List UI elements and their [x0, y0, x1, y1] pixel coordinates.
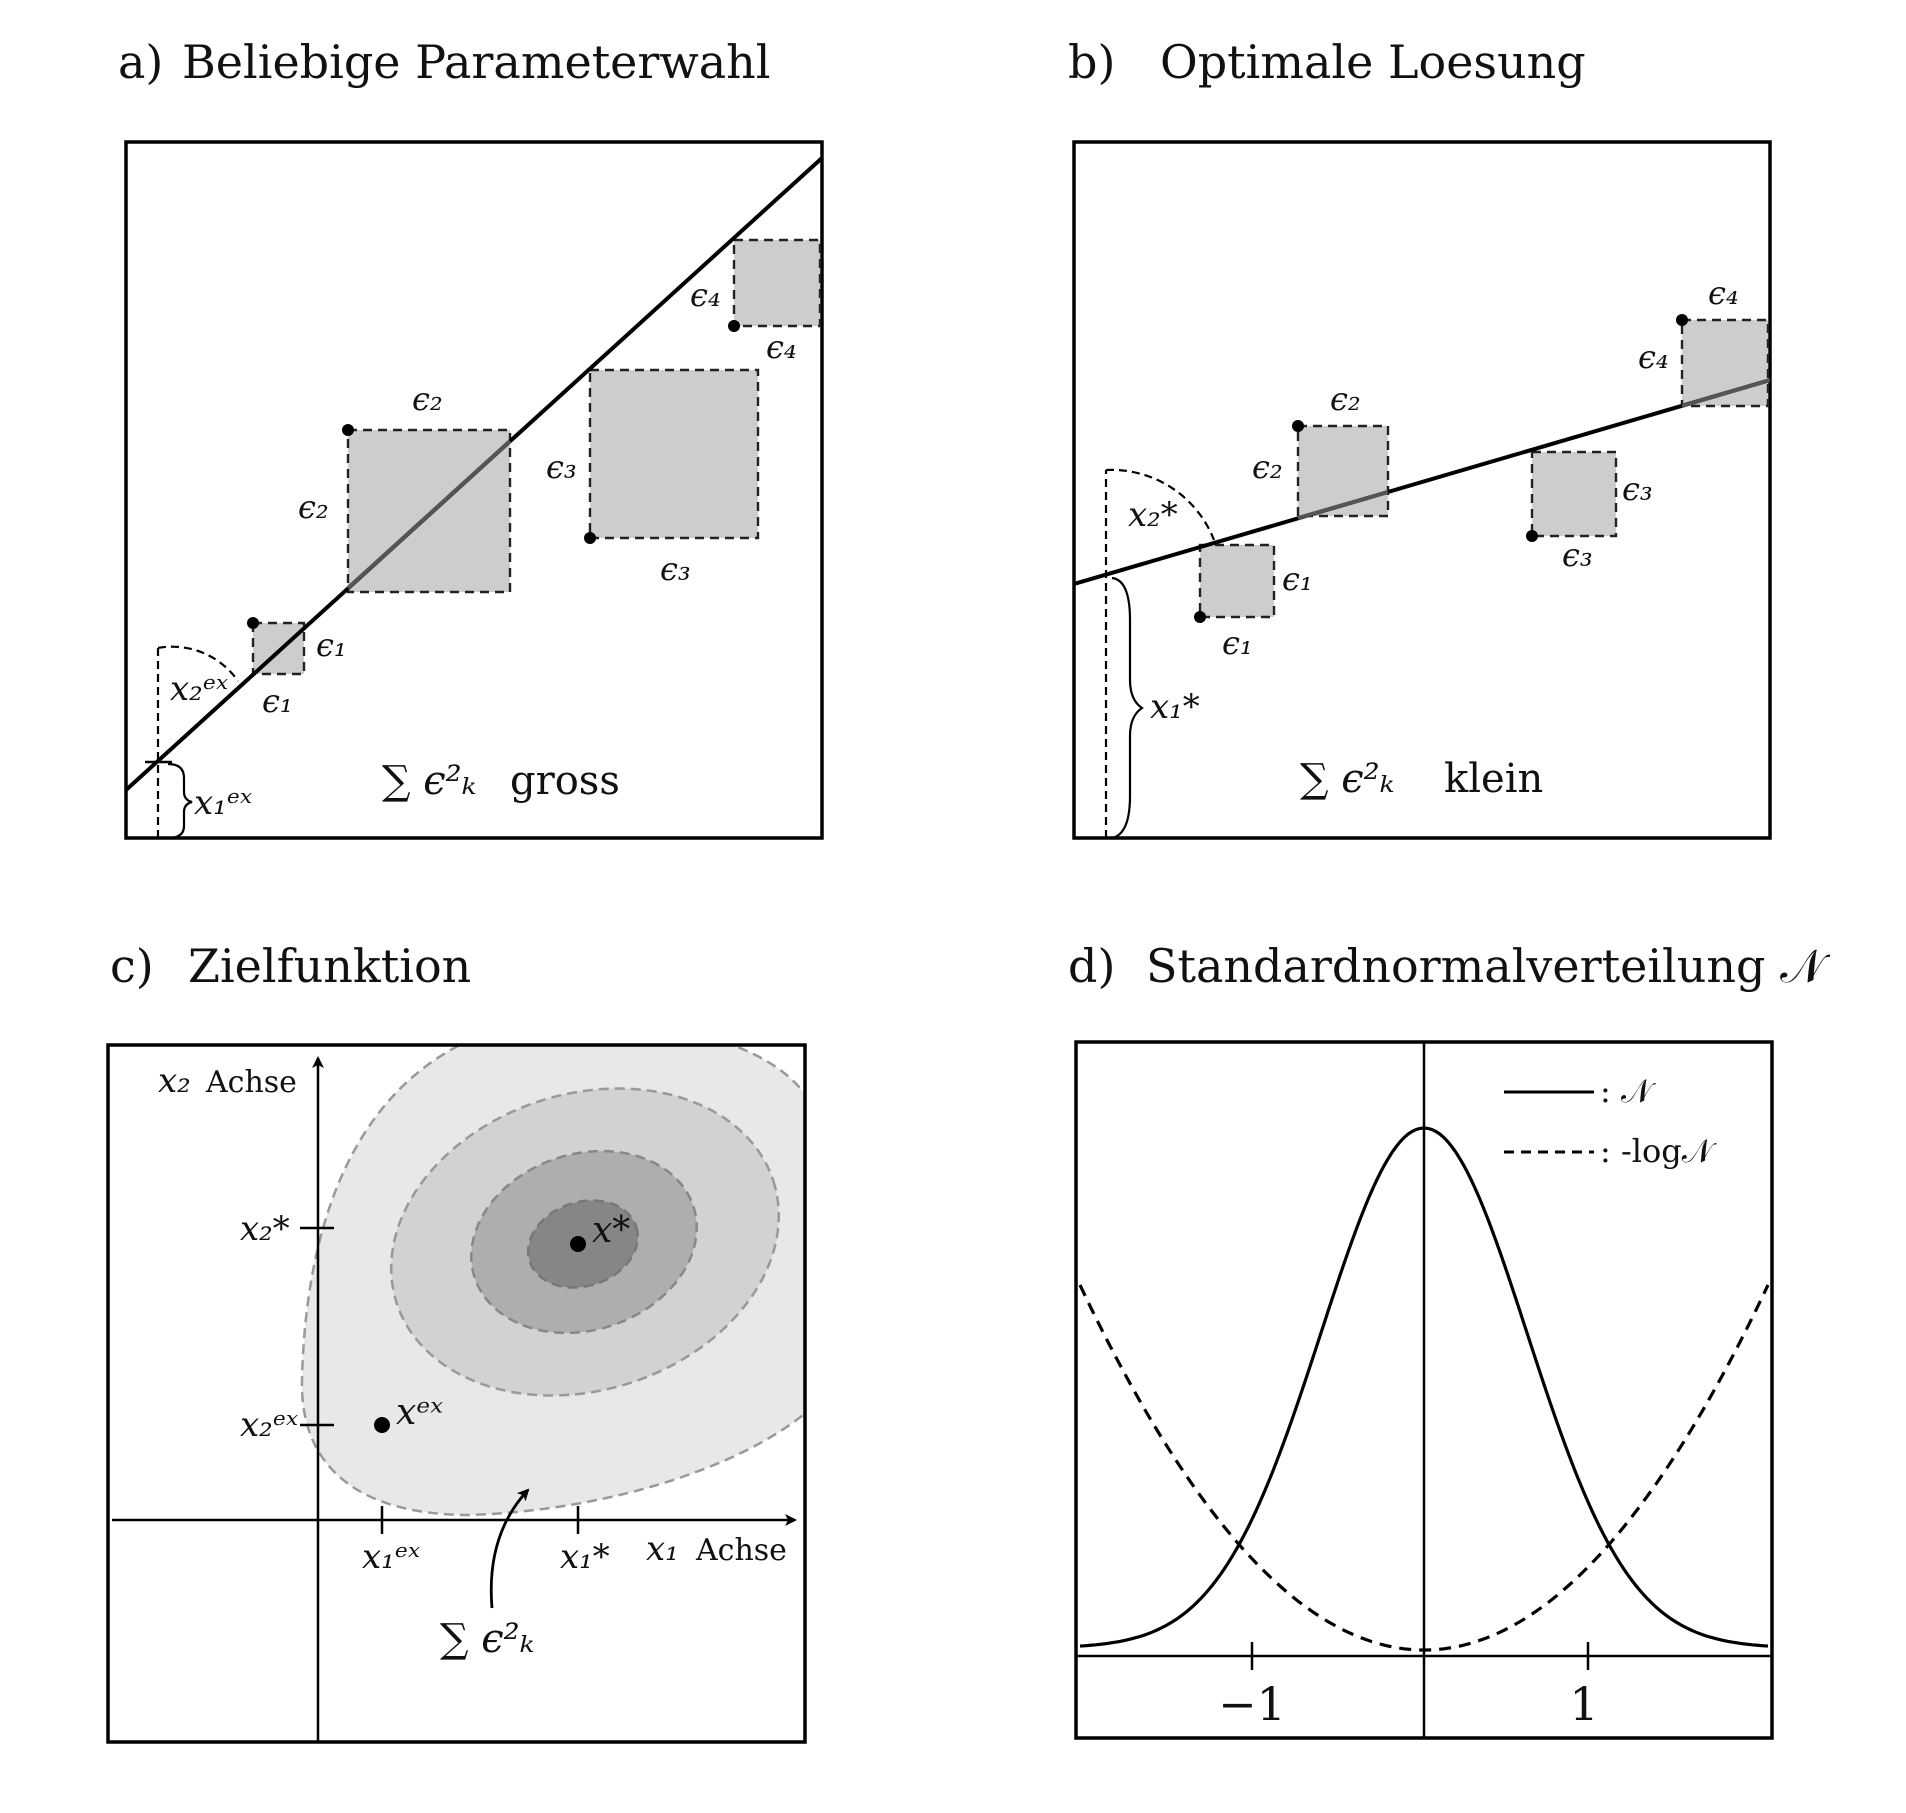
- fit-line-inside-square: [346, 439, 512, 590]
- panel-a-frame: [124, 140, 824, 840]
- x1-star-label: x₁*: [1150, 687, 1200, 727]
- x1-star-label: x₁*: [560, 1537, 610, 1577]
- legend-dashed-label: : -log𝒩: [1600, 1132, 1717, 1170]
- data-point-2: [342, 424, 354, 436]
- normal-curve: [1079, 1126, 1769, 1648]
- data-point-4: [728, 320, 740, 332]
- eps-2-left: ϵ₂: [298, 488, 329, 526]
- panel-c: c) Zielfunktion x₂ Achse x₁ Achse x₂* x₂…: [106, 939, 807, 1744]
- residual-square-3: [588, 368, 760, 540]
- panel-a-title: Beliebige Parameterwahl: [182, 35, 771, 89]
- neglog-curve: [1078, 1284, 1770, 1652]
- data-point-3: [1526, 530, 1538, 542]
- data-point-3: [584, 532, 596, 544]
- eps-3-below: ϵ₃: [1562, 536, 1593, 574]
- eps-2-above: ϵ₂: [1330, 380, 1361, 418]
- tick-label-pos-one: 1: [1569, 1677, 1598, 1731]
- x1-ex-label: x₁ᵉˣ: [194, 783, 252, 823]
- x2-ex-label: x₂ᵉˣ: [240, 1405, 298, 1445]
- tick-label-neg-one: −1: [1218, 1677, 1286, 1731]
- data-point-1: [247, 617, 259, 629]
- panel-d-letter: d): [1068, 939, 1115, 993]
- panel-a: a) Beliebige Parameterwahl ϵ₁ ϵ₁ ϵ₂ ϵ₂ ϵ…: [118, 35, 824, 840]
- x2-ex-label: x₂ᵉˣ: [170, 669, 228, 709]
- panel-c-frame: [106, 1043, 807, 1744]
- x1-axis-var: x₁: [646, 1529, 679, 1569]
- data-point-1: [1194, 611, 1206, 623]
- eps-4-left: ϵ₄: [690, 276, 721, 314]
- panel-d-title: Standardnormalverteilung 𝒩: [1146, 939, 1831, 993]
- eps-4-below: ϵ₄: [766, 328, 797, 366]
- sum-qualifier: gross: [510, 758, 620, 804]
- x2-axis-var: x₂: [158, 1061, 191, 1101]
- panel-c-letter: c): [110, 939, 154, 993]
- angle-arc: [157, 645, 239, 682]
- eps-1-right: ϵ₁: [316, 626, 347, 664]
- sum-residuals-label: ∑ ϵ²ₖ: [382, 758, 476, 804]
- eps-1-below: ϵ₁: [1222, 624, 1253, 662]
- residual-square-2: [1296, 424, 1390, 518]
- x2-star-label: x₂*: [240, 1209, 290, 1249]
- objective-label: ∑ ϵ²ₖ: [440, 1616, 534, 1662]
- panel-b-title: Optimale Loesung: [1160, 35, 1586, 89]
- eps-4-above: ϵ₄: [1708, 274, 1739, 312]
- eps-2-above: ϵ₂: [412, 380, 443, 418]
- panel-b: b) Optimale Loesung ϵ₁ ϵ₁ ϵ₂ ϵ₂ ϵ₃ ϵ₃ ϵ₄…: [1068, 35, 1772, 840]
- eps-1-below: ϵ₁: [262, 682, 293, 720]
- eps-3-right: ϵ₃: [1622, 470, 1653, 508]
- eps-1-right: ϵ₁: [1282, 560, 1313, 598]
- eps-3-left: ϵ₃: [546, 448, 577, 486]
- residual-square-4: [732, 238, 822, 328]
- residual-square-3: [1530, 450, 1618, 538]
- eps-4-left: ϵ₄: [1638, 338, 1669, 376]
- x1-brace: [167, 762, 193, 838]
- eps-2-left: ϵ₂: [1252, 448, 1283, 486]
- legend-solid-label: : 𝒩: [1600, 1072, 1656, 1110]
- eps-3-below: ϵ₃: [660, 550, 691, 588]
- x2-star-label: x₂*: [1128, 495, 1178, 535]
- data-point-4: [1676, 314, 1688, 326]
- sum-qualifier: klein: [1444, 756, 1543, 802]
- panel-b-letter: b): [1068, 35, 1115, 89]
- x1-axis-word: Achse: [695, 1533, 787, 1568]
- panel-c-title: Zielfunktion: [188, 939, 471, 993]
- x1-ex-label: x₁ᵉˣ: [362, 1537, 420, 1577]
- fit-line-inside-square: [1681, 378, 1770, 408]
- residual-square-1: [1198, 543, 1276, 619]
- sum-residuals-label: ∑ ϵ²ₖ: [1300, 756, 1394, 802]
- x1-brace: [1111, 576, 1144, 838]
- legend: : 𝒩 : -log𝒩: [1504, 1072, 1717, 1170]
- optimum-label: x*: [592, 1210, 630, 1251]
- panel-a-letter: a): [118, 35, 163, 89]
- fit-line-inside-square: [1297, 490, 1389, 520]
- start-point: [374, 1417, 390, 1433]
- sum-arrow: [489, 1488, 530, 1609]
- start-point-label: xᵉˣ: [396, 1392, 443, 1433]
- panel-d: d) Standardnormalverteilung 𝒩 −1 1 : 𝒩 :…: [1068, 939, 1831, 1740]
- x2-axis-word: Achse: [205, 1065, 297, 1100]
- optimum-point: [570, 1236, 586, 1252]
- data-point-2: [1292, 420, 1304, 432]
- fit-line: [1074, 378, 1770, 586]
- panel-b-frame: [1072, 140, 1772, 840]
- angle-arc: [1105, 468, 1216, 541]
